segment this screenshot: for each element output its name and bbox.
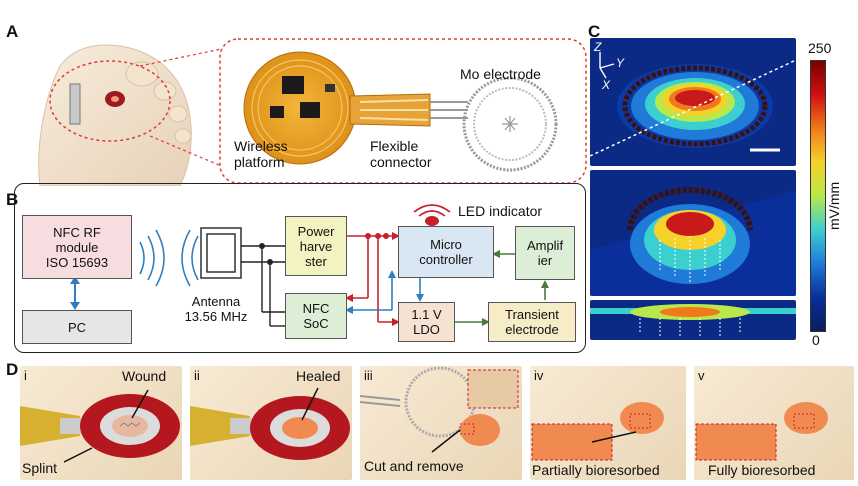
antenna-label: Antenna 13.56 MHz (184, 294, 248, 324)
field-map-side (590, 304, 796, 338)
cut-remove-label: Cut and remove (364, 458, 464, 474)
panel-label-c: C (588, 22, 601, 41)
micro-line2: controller (419, 252, 473, 267)
antenna-line1: Antenna (191, 294, 241, 309)
ldo-line1: 1.1 V (411, 307, 442, 322)
pc-label: PC (67, 319, 87, 335)
panel-d-iii: iii Cut and remove (360, 366, 522, 480)
axis-x-label: X (602, 78, 611, 92)
step-ii-label: ii (194, 368, 200, 383)
nfc-soc-line1: NFC (302, 301, 330, 316)
pc-block: PC (22, 310, 132, 344)
foot-illustration (38, 38, 587, 187)
partial-label: Partially bioresorbed (532, 462, 660, 478)
step-i-label: i (24, 368, 27, 383)
wound-icon (112, 415, 148, 437)
antenna-coil-icon (200, 227, 242, 279)
panel-d-i: i Wound Splint (20, 366, 182, 480)
led-icon (425, 216, 439, 226)
nfc-soc-line2: SoC (303, 316, 329, 331)
nfc-rf-line2: module (55, 239, 99, 255)
amp-line2: ier (537, 253, 553, 268)
chip-icon (282, 76, 304, 94)
amp-line1: Amplif (526, 238, 564, 253)
label-wireless-platform-2: platform (234, 154, 285, 170)
field-map-section (590, 187, 796, 296)
simulation-side-view (590, 300, 796, 340)
axis-y-label: Y (616, 56, 625, 70)
mo-electrode-ring (462, 76, 558, 172)
panel-label-b: B (6, 190, 19, 209)
colorbar-min: 0 (812, 332, 820, 348)
power-line1: Power (297, 223, 335, 239)
zoom-ellipse (49, 60, 171, 142)
led-indicator-label: LED indicator (458, 203, 543, 219)
label-flexible-connector-1: Flexible (370, 138, 419, 154)
fully-label: Fully bioresorbed (708, 462, 816, 478)
simulation-cross-section (590, 170, 796, 296)
healed-icon (282, 417, 318, 439)
label-flexible-connector-2: connector (370, 154, 432, 170)
colorbar-max: 250 (808, 40, 832, 56)
simulation-top-view: Z Y X (590, 38, 796, 166)
panel-d-ii: ii Healed (190, 366, 352, 480)
partially-bioresorbed-zoom (531, 423, 613, 461)
step-v-label: v (698, 368, 705, 383)
electrode-ring-top (622, 65, 768, 147)
fully-bioresorbed-zoom (695, 423, 777, 461)
colorbar (810, 60, 826, 332)
label-mo-electrode: Mo electrode (460, 66, 541, 82)
panel-d-iv: iv Partially bioresorbed (530, 366, 686, 480)
field-map-top (590, 52, 796, 157)
label-wireless-platform-1: Wireless (234, 138, 288, 154)
ldo-line2: LDO (413, 322, 440, 337)
nfc-rf-line1: NFC RF (53, 224, 101, 240)
panel-a: Mo electrode Wireless platform Flexible … (20, 36, 590, 187)
axis-z-label: Z (594, 40, 602, 54)
step-iii-label: iii (364, 368, 373, 383)
nfc-rf-line3: ISO 15693 (45, 254, 109, 270)
wound-label: Wound (122, 368, 167, 384)
micro-line1: Micro (430, 237, 462, 252)
power-line2: harve (299, 238, 333, 254)
electrode-ring-section (627, 187, 753, 231)
panel-b-frame (14, 183, 586, 353)
panel-d-v: v Fully bioresorbed (694, 366, 854, 480)
panel-label-d: D (6, 360, 19, 379)
antenna-line2: 13.56 MHz (184, 309, 248, 324)
healed-label: Healed (296, 368, 341, 384)
colorbar-unit: mV/mm (826, 181, 842, 230)
step-iv-label: iv (534, 368, 544, 383)
transient-line2: electrode (505, 322, 559, 337)
transient-line1: Transient (505, 307, 559, 322)
power-line3: ster (305, 253, 327, 269)
panel-label-a: A (6, 22, 19, 41)
splint-label: Splint (22, 460, 58, 476)
